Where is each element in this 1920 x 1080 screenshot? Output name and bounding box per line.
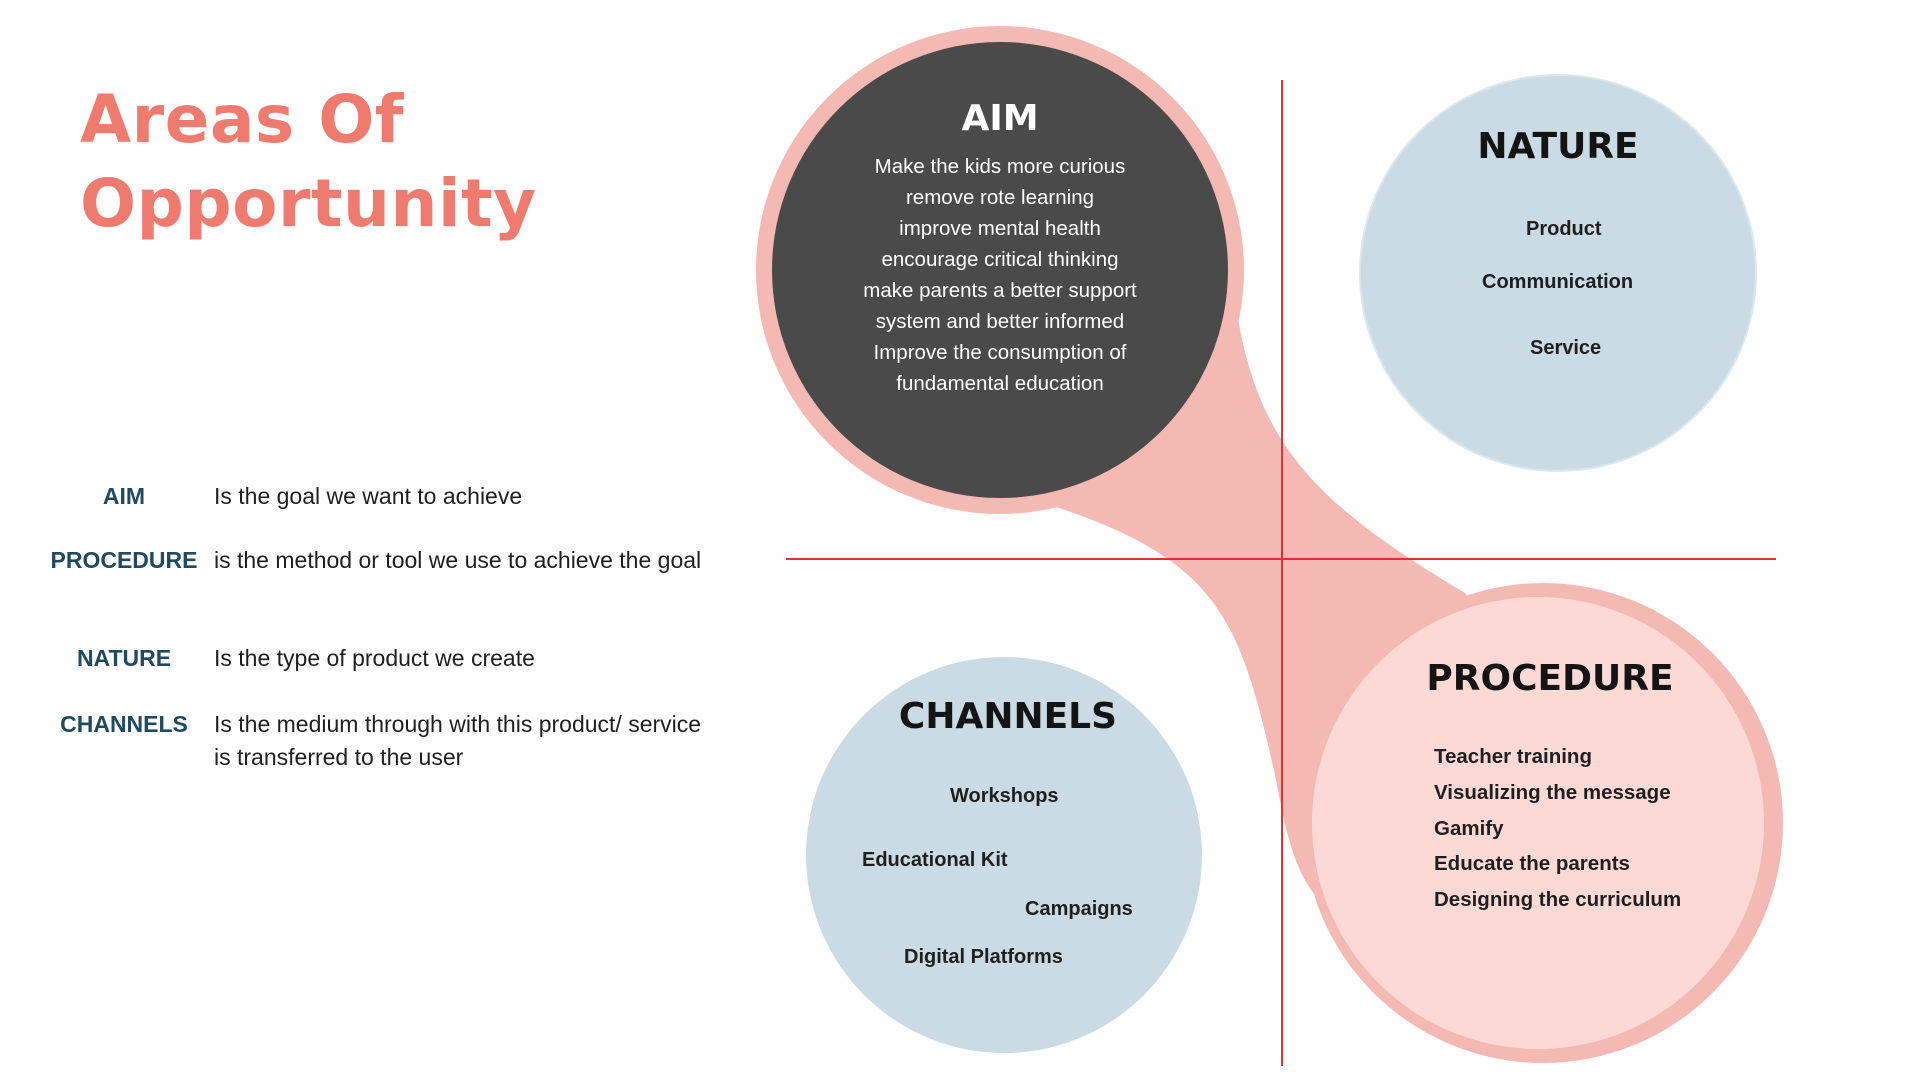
procedure-item: Designing the curriculum xyxy=(1434,888,1682,911)
legend-term: CHANNELS xyxy=(60,711,188,737)
legend-definition: Is the goal we want to achieve xyxy=(214,483,523,509)
page-title: Areas Of Opportunity xyxy=(80,78,537,246)
procedure-circle xyxy=(1312,597,1764,1049)
title-line-2: Opportunity xyxy=(80,165,537,242)
legend-term: PROCEDURE xyxy=(50,547,198,573)
aim-goal-line: encourage critical thinking xyxy=(881,248,1119,271)
aim-goal-line: improve mental health xyxy=(899,217,1101,240)
legend-definition: Is the type of product we create xyxy=(214,645,535,671)
aim-goal-line: Make the kids more curious xyxy=(874,155,1126,178)
procedure-item: Visualizing the message xyxy=(1434,781,1671,804)
aim-goal-line: system and better informed xyxy=(875,310,1125,333)
channels-circle xyxy=(806,657,1202,1053)
channels-item: Campaigns xyxy=(1025,898,1133,920)
legend-term: NATURE xyxy=(76,645,172,671)
channels-item: Workshops xyxy=(950,785,1059,807)
procedure-item: Teacher training xyxy=(1434,745,1592,768)
aim-goal-line: Improve the consumption of xyxy=(873,341,1127,364)
legend-definition: is the method or tool we use to achieve … xyxy=(214,547,702,573)
aim-goals: Make the kids more curious remove rote l… xyxy=(820,151,1180,399)
channels-item: Digital Platforms xyxy=(904,946,1063,968)
legend-definition: Is the medium through with this product/… xyxy=(214,711,702,770)
nature-item: Product xyxy=(1526,218,1602,240)
nature-item: Service xyxy=(1530,337,1602,359)
aim-goal-line: fundamental education xyxy=(896,372,1104,395)
procedure-item: Educate the parents xyxy=(1434,852,1630,875)
title-line-1: Areas Of xyxy=(80,81,405,158)
channels-item: Educational Kit xyxy=(862,849,1008,871)
legend-term: AIM xyxy=(102,483,146,509)
aim-goal-line: make parents a better support xyxy=(863,279,1137,302)
procedure-item: Gamify xyxy=(1434,817,1504,840)
aim-goal-line: remove rote learning xyxy=(905,186,1094,209)
aim-label: AIM Make the kids more curious remove ro… xyxy=(820,98,1180,399)
nature-circle xyxy=(1359,74,1757,472)
aim-title: AIM xyxy=(961,98,1039,139)
nature-item: Communication xyxy=(1482,271,1634,293)
aim-circle xyxy=(772,42,1228,498)
nature-title: NATURE xyxy=(1477,126,1639,167)
procedure-title: PROCEDURE xyxy=(1426,658,1674,699)
channels-title: CHANNELS xyxy=(898,696,1118,737)
